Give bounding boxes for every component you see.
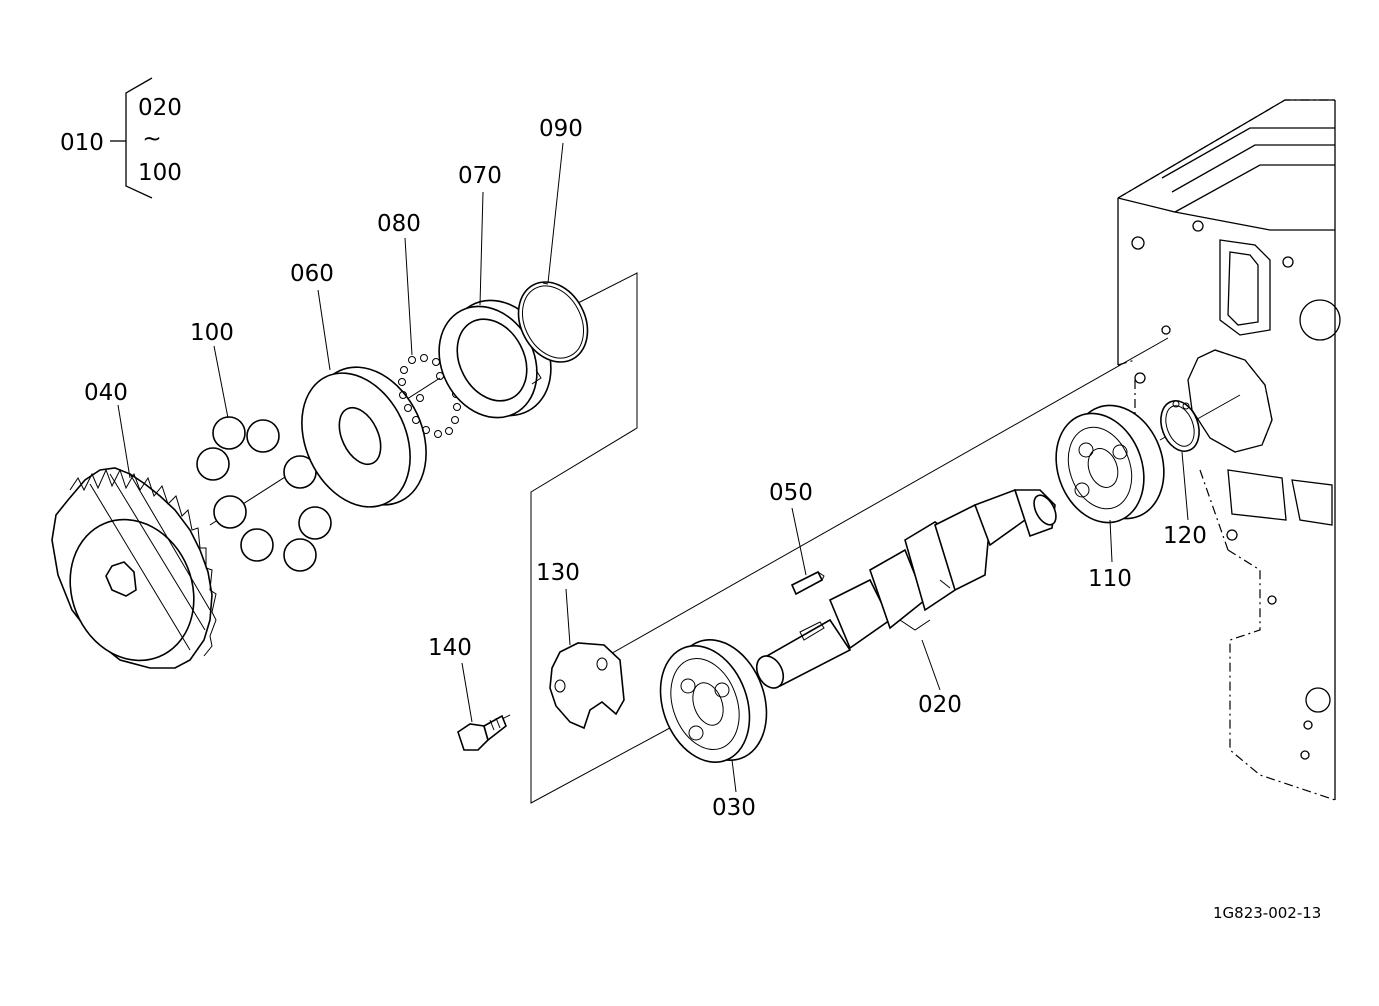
leader-lines — [117, 142, 1189, 793]
bearing-030 — [659, 639, 768, 763]
part-label-100: 100 — [190, 320, 234, 346]
engine-block — [1117, 99, 1341, 801]
circlip-120 — [1160, 400, 1200, 452]
key-050 — [790, 570, 825, 596]
part-label-080: 080 — [377, 211, 421, 237]
part-label-090: 090 — [539, 116, 583, 142]
assembly-range-end-label: 100 — [138, 160, 182, 186]
assembly-boundary — [530, 272, 741, 804]
part-label-050: 050 — [769, 480, 813, 506]
diagram-code: 1G823-002-13 — [1213, 904, 1321, 922]
part-label-060: 060 — [290, 261, 334, 287]
part-label-110: 110 — [1088, 566, 1132, 592]
camshaft-020 — [755, 488, 1057, 689]
bearing-110 — [1055, 404, 1165, 524]
plate-060 — [301, 366, 427, 508]
assembly-range-sep: ~ — [142, 126, 161, 152]
part-label-070: 070 — [458, 163, 502, 189]
axis-line-main — [599, 337, 1169, 661]
part-label-130: 130 — [536, 560, 580, 586]
part-label-120: 120 — [1163, 523, 1207, 549]
balls-100 — [196, 416, 332, 572]
part-label-030: 030 — [712, 795, 756, 821]
stopper-130 — [549, 642, 625, 730]
assembly-parent-label: 010 — [60, 130, 104, 156]
assembly-range-start-label: 020 — [138, 95, 182, 121]
part-label-020: 020 — [918, 692, 962, 718]
assembly-bracket — [110, 77, 153, 199]
gear-040 — [51, 467, 217, 669]
bolt-140 — [457, 714, 507, 751]
part-label-040: 040 — [84, 380, 128, 406]
snap-ring-090 — [517, 281, 589, 363]
part-label-140: 140 — [428, 635, 472, 661]
